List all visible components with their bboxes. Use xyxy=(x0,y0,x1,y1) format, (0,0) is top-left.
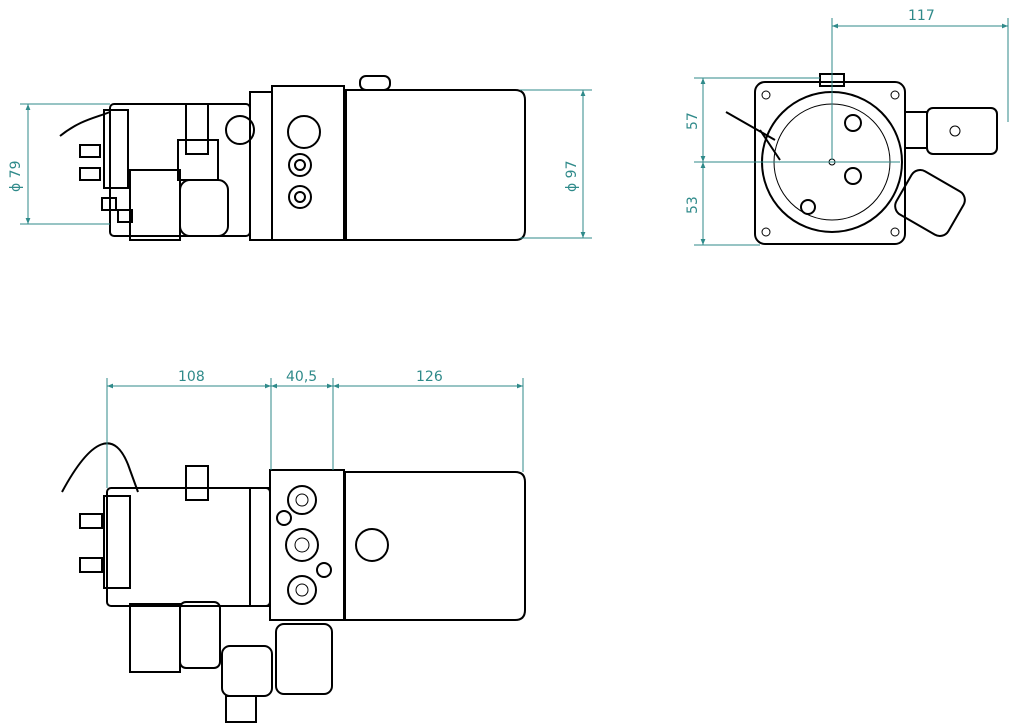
solenoid-coil xyxy=(179,601,221,669)
tank xyxy=(345,89,526,241)
flange xyxy=(249,91,273,241)
terminal-block xyxy=(129,169,181,241)
cable xyxy=(725,111,781,161)
dim-108: 108 xyxy=(178,369,205,385)
solenoid-coil xyxy=(179,179,229,237)
terminal-block xyxy=(129,603,181,673)
valve-block xyxy=(271,85,345,241)
filler-cap xyxy=(355,528,389,562)
mounting-flange xyxy=(754,81,906,245)
terminal-nuts xyxy=(79,144,133,223)
valve-port xyxy=(288,185,312,209)
motor-endcap xyxy=(103,495,131,589)
filler-cap xyxy=(359,75,391,91)
solenoid-plug xyxy=(926,107,998,155)
dim-57: 57 xyxy=(685,112,701,130)
valve-cap xyxy=(225,115,255,145)
valve-port xyxy=(287,115,321,149)
valve-coil xyxy=(275,623,333,695)
dim-53: 53 xyxy=(685,196,701,214)
valve-block xyxy=(269,469,345,621)
tank xyxy=(344,471,526,621)
valve-port xyxy=(288,153,312,177)
dim-117: 117 xyxy=(908,8,935,24)
solenoid-plug xyxy=(221,645,273,697)
dim-126: 126 xyxy=(416,369,443,385)
valve-port-inner xyxy=(294,191,306,203)
dim-diameter-79: ϕ 79 xyxy=(8,161,24,193)
solenoid-connector xyxy=(177,139,219,181)
motor-body xyxy=(106,487,271,607)
solenoid-stem xyxy=(185,465,209,501)
flange xyxy=(249,487,271,607)
terminal-cover xyxy=(894,169,966,237)
motor-endcap xyxy=(103,109,129,189)
dim-diameter-97: ϕ 97 xyxy=(564,161,580,193)
valve-port-inner xyxy=(294,159,306,171)
solenoid-stem xyxy=(185,103,209,155)
dim-40-5: 40,5 xyxy=(286,369,317,385)
top-view: 108 40,5 126 xyxy=(61,369,526,723)
cable xyxy=(61,442,139,493)
side-view: ϕ 79 ϕ 97 xyxy=(8,75,592,241)
cable xyxy=(59,111,111,137)
end-view: 117 57 53 xyxy=(685,8,1009,246)
